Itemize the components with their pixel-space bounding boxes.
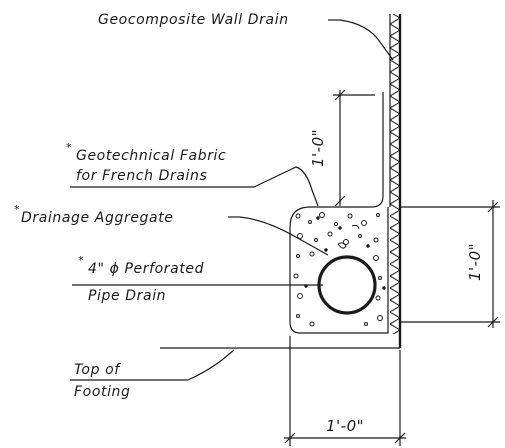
svg-text:*: * xyxy=(66,141,72,154)
dimension-bottom-text: 1'-0" xyxy=(326,417,364,435)
perforated-pipe xyxy=(317,255,377,315)
callout-top-of-footing: Top of Footing xyxy=(70,349,235,400)
callout-geotechnical-fabric: * Geotechnical Fabric for French Drains xyxy=(66,141,319,207)
dimension-right-text: 1'-0" xyxy=(466,243,484,281)
drainage-aggregate xyxy=(293,212,386,327)
label-pipe-line1: 4" ϕ Perforated xyxy=(88,261,204,277)
dimension-vertical-right: 1'-0" xyxy=(400,200,500,328)
label-fabric-line2: for French Drains xyxy=(76,168,207,184)
geotechnical-fabric-outline xyxy=(289,92,389,334)
wall-face xyxy=(389,14,402,348)
dimension-vertical-upper: 1'-0" xyxy=(309,89,375,207)
label-aggregate: Drainage Aggregate xyxy=(21,210,174,226)
svg-text:*: * xyxy=(78,254,84,267)
label-footing-line1: Top of xyxy=(74,362,121,378)
callout-wall-drain: Geocomposite Wall Drain xyxy=(98,12,394,61)
label-pipe-line2: Pipe Drain xyxy=(88,288,166,304)
dimension-upper-text: 1'-0" xyxy=(309,129,327,167)
callout-drainage-aggregate: * Drainage Aggregate xyxy=(14,203,329,256)
dimension-horizontal-bottom: 1'-0" xyxy=(284,336,406,446)
svg-text:*: * xyxy=(14,203,20,216)
label-wall-drain: Geocomposite Wall Drain xyxy=(98,12,289,28)
label-footing-line2: Footing xyxy=(74,384,131,400)
callout-pipe-drain: * 4" ϕ Perforated Pipe Drain xyxy=(72,254,323,304)
label-fabric-line1: Geotechnical Fabric xyxy=(76,148,226,164)
